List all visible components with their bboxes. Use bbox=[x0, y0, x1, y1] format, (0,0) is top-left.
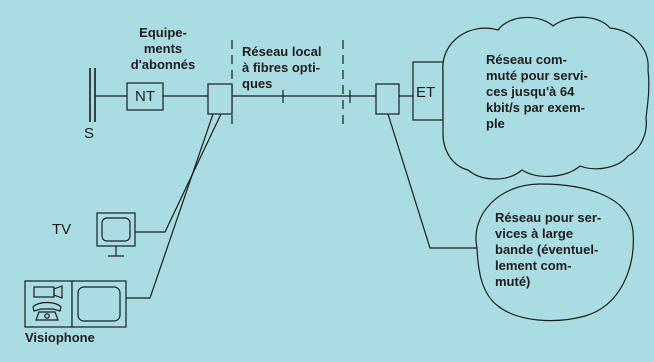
camera-icon bbox=[33, 285, 63, 299]
tv-link-line bbox=[135, 113, 222, 233]
et-box bbox=[412, 61, 444, 121]
switched-network-label: Réseau com- muté pour servi- ces jusqu'à… bbox=[486, 52, 588, 131]
s-label: S bbox=[84, 125, 95, 142]
broadband-network-circle bbox=[475, 183, 634, 322]
optical-unit-left bbox=[207, 83, 233, 115]
switched-network-cloud bbox=[442, 16, 650, 180]
tv-icon bbox=[96, 212, 136, 257]
videophone-label: Visiophone bbox=[25, 330, 95, 345]
tv-label: TV bbox=[52, 221, 72, 238]
broadband-link-line bbox=[387, 113, 477, 249]
videophone-link-line bbox=[126, 113, 214, 299]
et-label: ET bbox=[416, 84, 436, 101]
videophone-icon bbox=[24, 280, 127, 328]
nt-box bbox=[126, 82, 164, 111]
local-network-label: Réseau local à fibres opti- ques bbox=[242, 44, 322, 91]
nt-label: NT bbox=[135, 88, 155, 105]
subscriber-equipment-label: Equipe- ments d'abonnés bbox=[130, 25, 196, 72]
optical-unit-right bbox=[375, 83, 400, 115]
s-reference-point bbox=[89, 68, 96, 122]
broadband-network-label: Réseau pour ser- vices à large bande (év… bbox=[495, 210, 602, 289]
telephone-icon bbox=[32, 301, 62, 321]
